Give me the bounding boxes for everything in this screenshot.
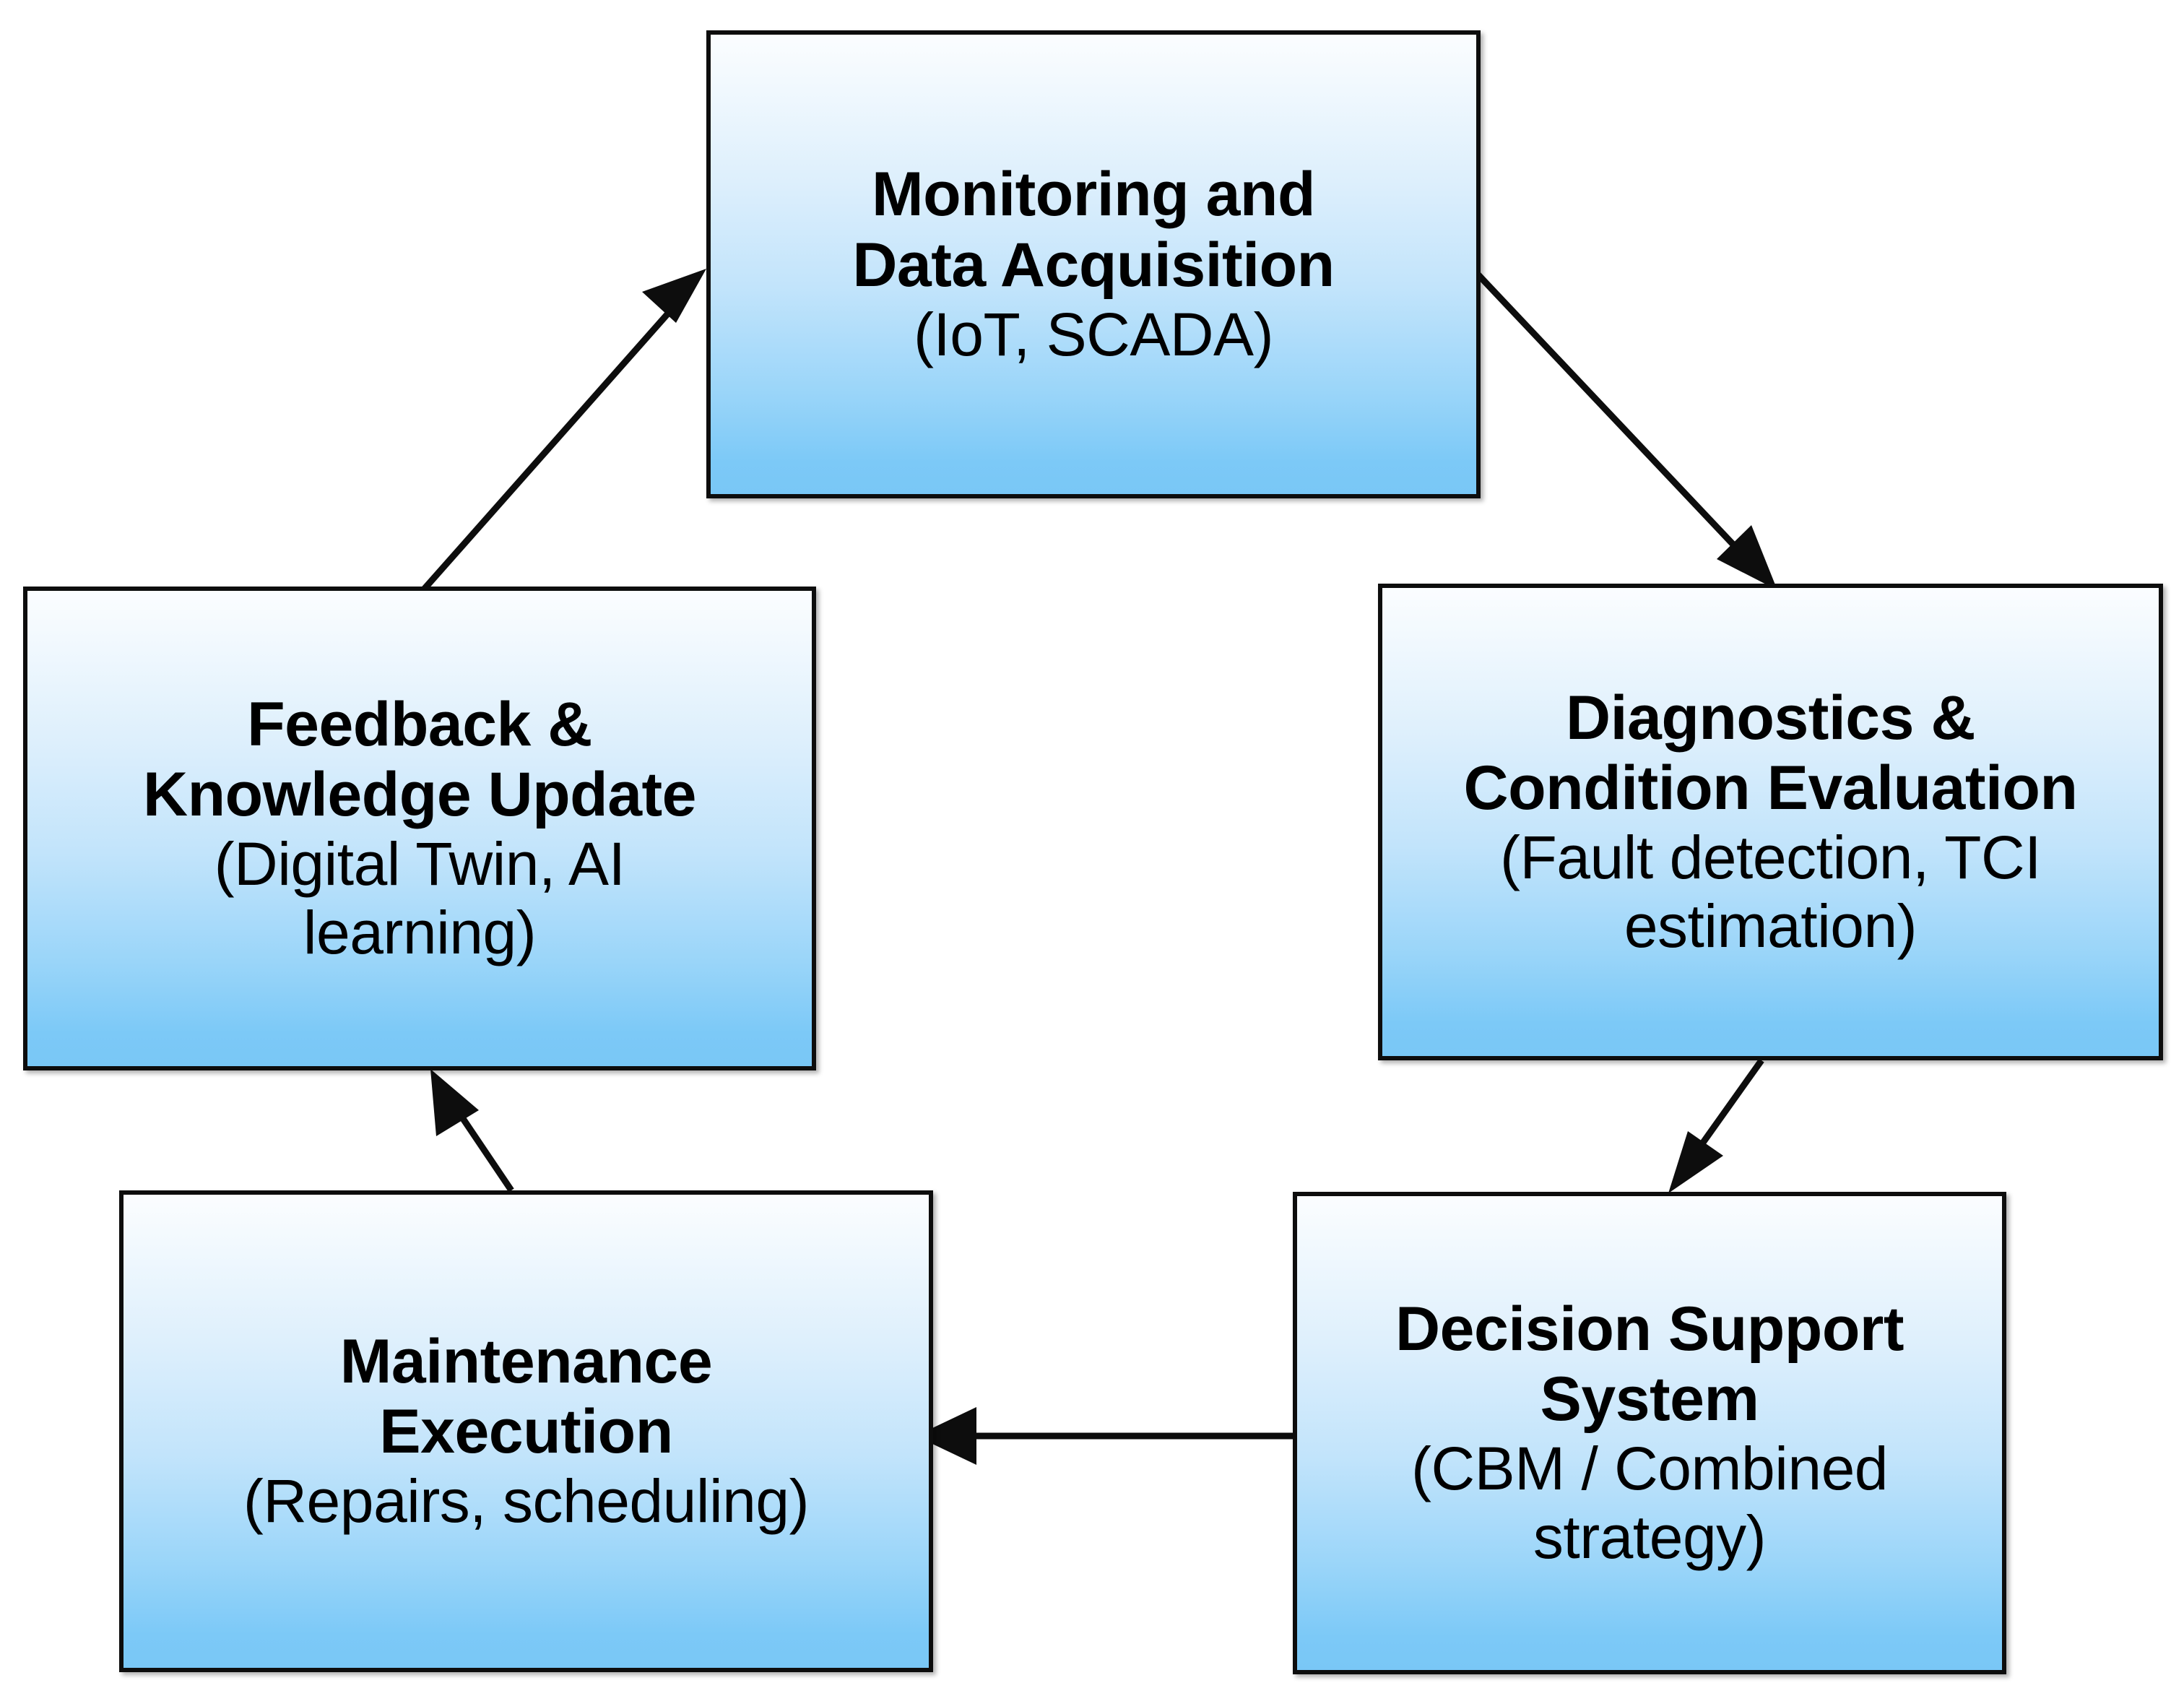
node-maintenance-title: Maintenance Execution (339, 1326, 713, 1467)
node-decision-title: Decision Support System (1395, 1294, 1904, 1435)
node-diagnostics-and-condition-evaluation[interactable]: Diagnostics & Condition Evaluation (Faul… (1378, 584, 2163, 1060)
edge-maintenance-feedback (430, 1069, 514, 1193)
node-feedback-and-knowledge-update[interactable]: Feedback & Knowledge Update (Digital Twi… (23, 587, 816, 1070)
node-decision-subtitle: (CBM / Combined strategy) (1410, 1435, 1889, 1572)
node-monitoring-subtitle: (IoT, SCADA) (913, 300, 1274, 368)
node-maintenance-execution[interactable]: Maintenance Execution (Repairs, scheduli… (119, 1190, 933, 1672)
edge-decision-maintenance (916, 1407, 1293, 1465)
node-maintenance-subtitle: (Repairs, scheduling) (243, 1467, 810, 1536)
node-monitoring-and-data-acquisition[interactable]: Monitoring and Data Acquisition (IoT, SC… (706, 30, 1481, 498)
node-feedback-title: Feedback & Knowledge Update (142, 689, 697, 830)
edge-monitoring-diagnostics (1468, 264, 1777, 590)
node-monitoring-title: Monitoring and Data Acquisition (852, 160, 1335, 300)
node-diagnostics-title: Diagnostics & Condition Evaluation (1463, 683, 2078, 823)
edge-diagnostics-decision (1668, 1058, 1764, 1193)
node-feedback-subtitle: (Digital Twin, AI learning) (214, 830, 625, 967)
node-diagnostics-subtitle: (Fault detection, TCI estimation) (1500, 823, 2041, 961)
edge-feedback-monitoring (420, 269, 706, 593)
node-decision-support-system[interactable]: Decision Support System (CBM / Combined … (1293, 1192, 2006, 1674)
